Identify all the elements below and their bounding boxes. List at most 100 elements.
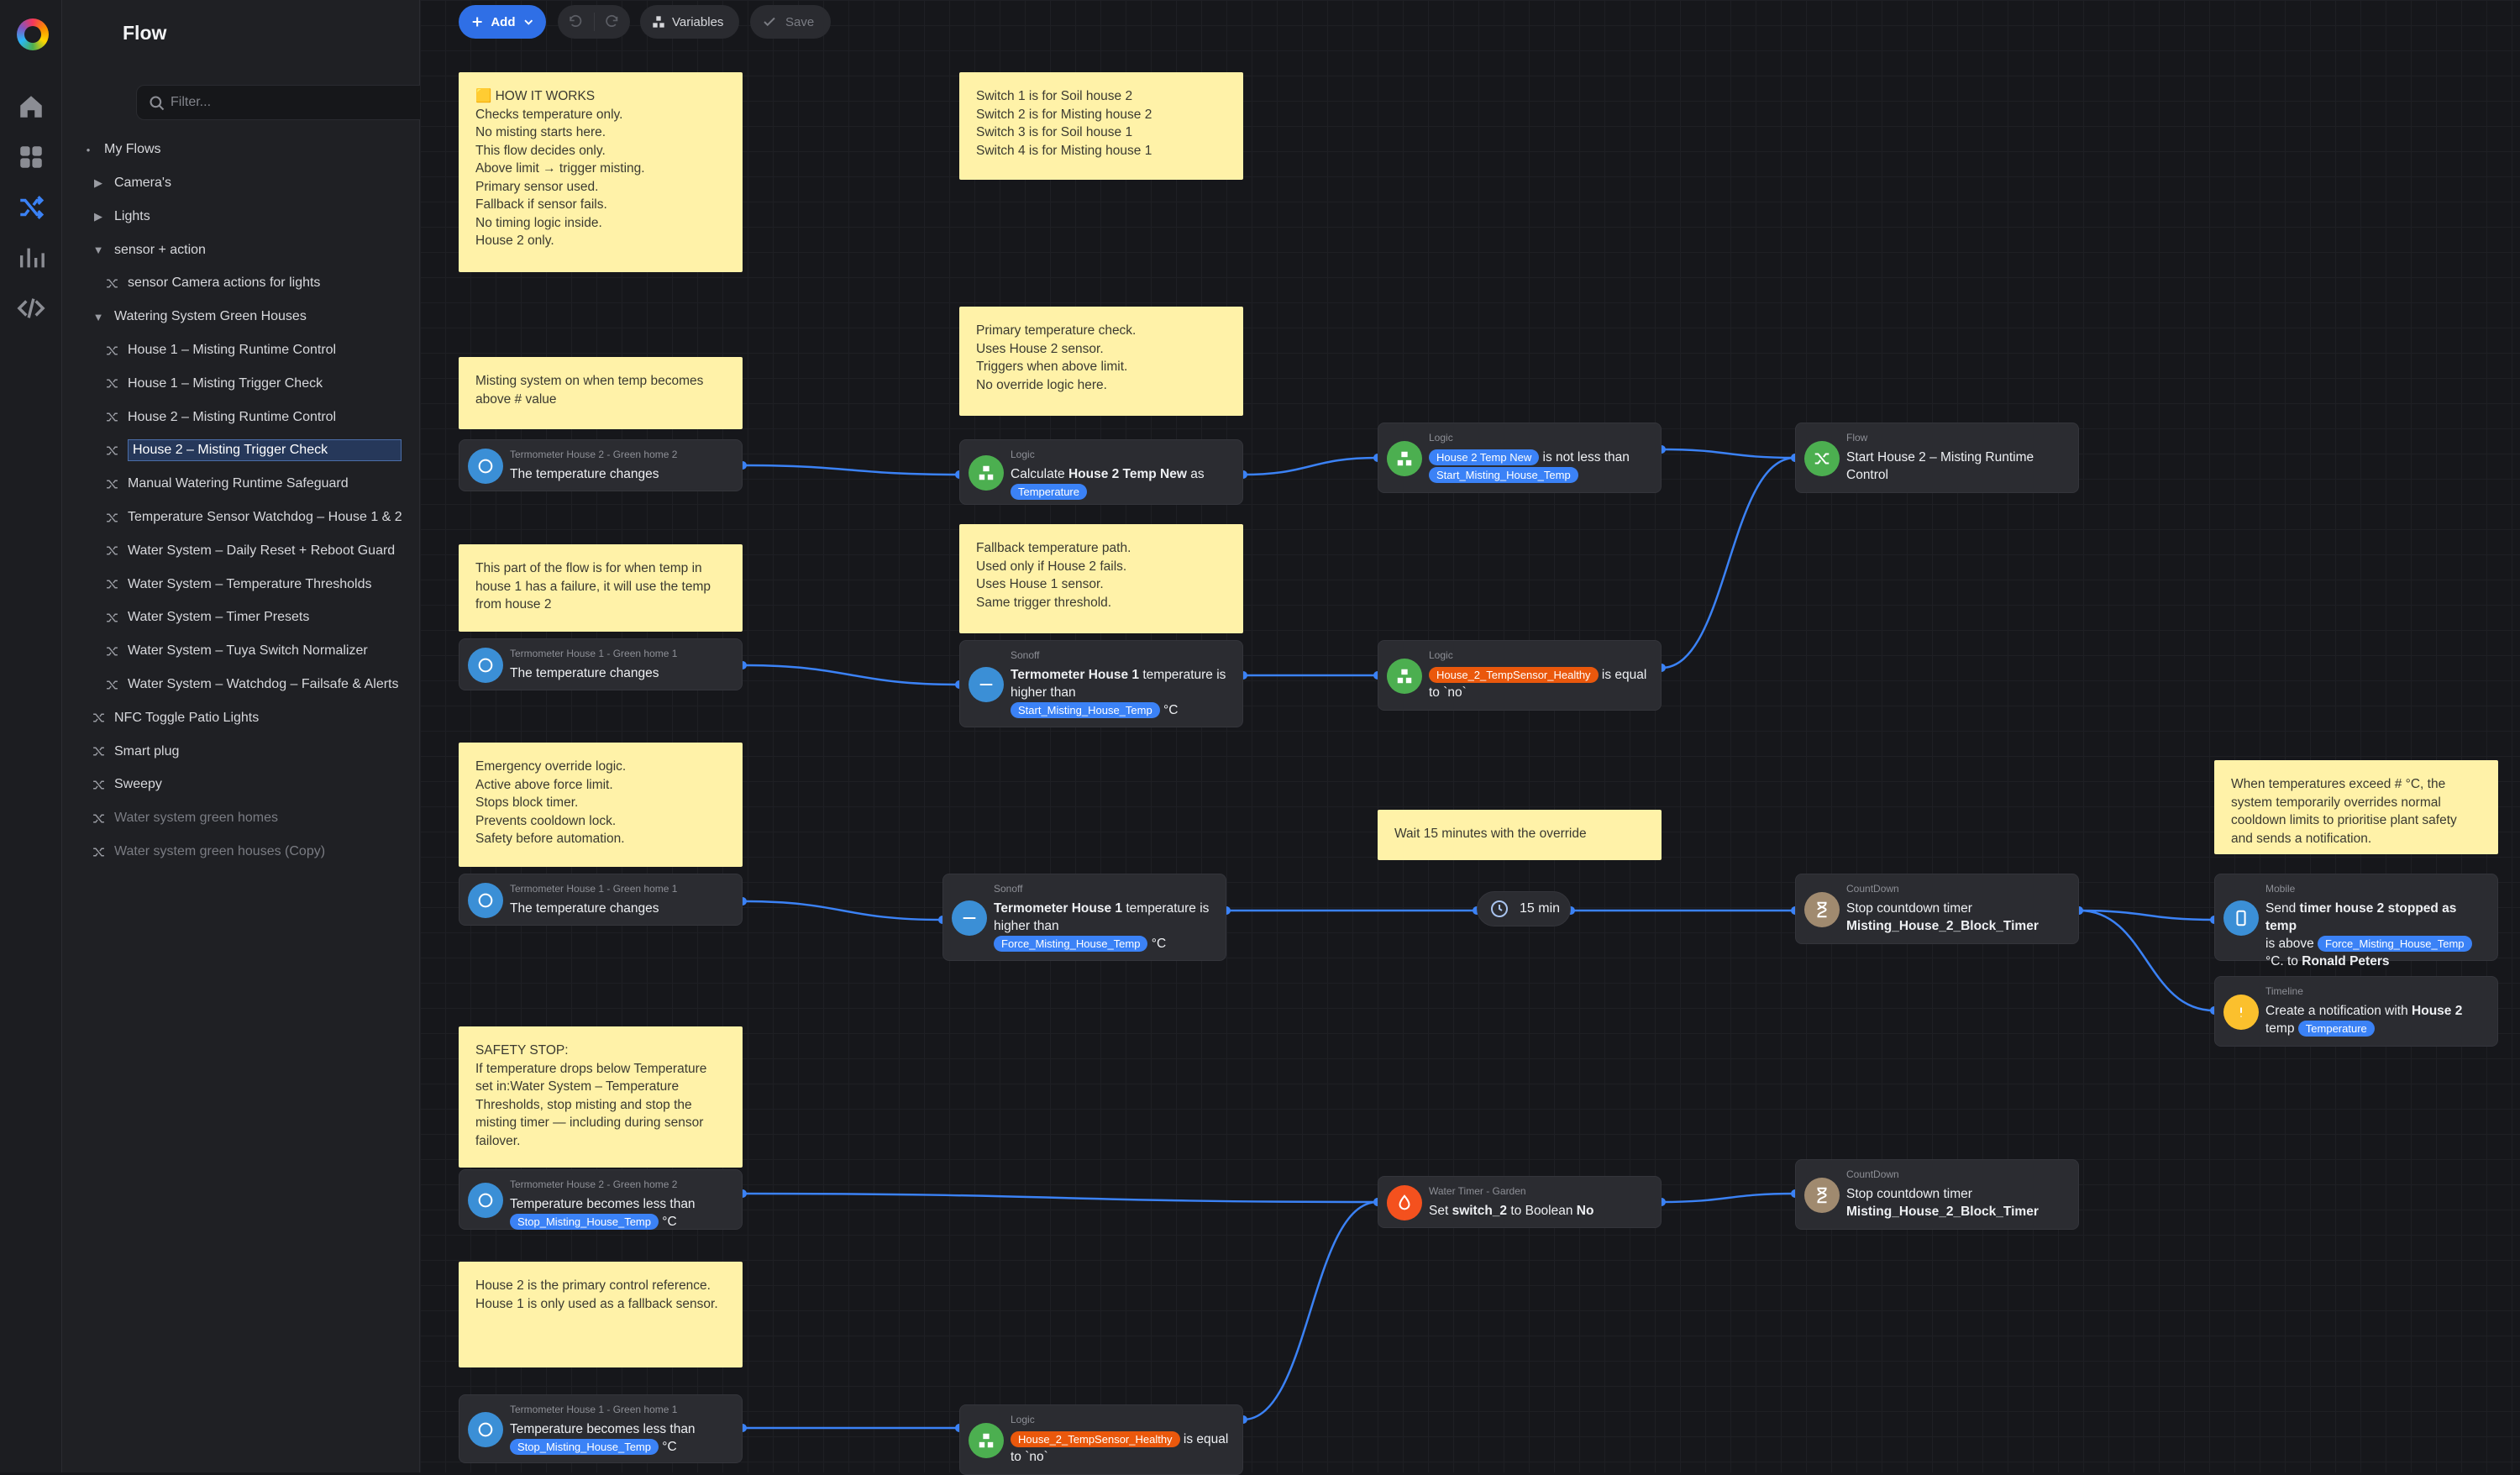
tree-flow[interactable]: sensor Camera actions for lights [102, 268, 320, 298]
token-chip[interactable]: House_2_TempSensor_Healthy [1429, 667, 1599, 684]
note-switches[interactable]: Switch 1 is for Soil house 2 Switch 2 is… [959, 72, 1243, 180]
tree-flow[interactable]: House 1 – Misting Trigger Check [102, 369, 323, 399]
tree-flow[interactable]: House 1 – Misting Runtime Control [102, 335, 336, 365]
token-chip[interactable]: Start_Misting_House_Temp [1429, 467, 1578, 484]
code-icon[interactable] [17, 294, 45, 323]
note-misting-on[interactable]: Misting system on when temp becomes abov… [459, 357, 743, 429]
therm-icon [468, 449, 503, 484]
card-text: Send timer house 2 stopped as temp is ab… [2265, 900, 2487, 970]
flow-icon [102, 376, 121, 391]
variables-icon [653, 16, 664, 28]
token-chip[interactable]: House_2_TempSensor_Healthy [1011, 1431, 1180, 1448]
flow-icon [89, 778, 108, 792]
tree-flow[interactable]: Sweepy [89, 769, 162, 800]
note-fallback[interactable]: Fallback temperature path. Used only if … [959, 524, 1243, 633]
flow-icon [102, 644, 121, 659]
token-chip[interactable]: Stop_Misting_House_Temp [510, 1439, 659, 1456]
variables-button[interactable]: Variables [640, 5, 739, 39]
dot-icon: • [86, 143, 91, 156]
tree-flow[interactable]: Water system green homes [89, 803, 278, 833]
note-wait[interactable]: Wait 15 minutes with the override [1378, 810, 1662, 860]
count-icon [1804, 892, 1840, 927]
tree-flow[interactable]: Temperature Sensor Watchdog – House 1 & … [102, 502, 402, 533]
token-chip[interactable]: Temperature [1011, 484, 1087, 501]
therm-icon [468, 1183, 503, 1218]
count-icon [1804, 1178, 1840, 1213]
token-chip[interactable]: Force_Misting_House_Temp [994, 936, 1148, 953]
tree-flow[interactable]: Water System – Daily Reset + Reboot Guar… [102, 536, 395, 566]
logic-icon [1387, 659, 1422, 694]
flows-icon[interactable] [17, 193, 45, 222]
tree-flow[interactable]: House 2 – Misting Runtime Control [102, 402, 336, 433]
note-failure[interactable]: This part of the flow is for when temp i… [459, 544, 743, 632]
token-chip[interactable]: House 2 Temp New [1429, 449, 1540, 466]
note-exceed[interactable]: When temperatures exceed # °C, the syste… [2214, 760, 2498, 854]
save-button[interactable]: Save [750, 5, 831, 39]
flow-icon [102, 276, 121, 291]
note-how-it-works[interactable]: 🟨 HOW IT WORKS Checks temperature only. … [459, 72, 743, 272]
tree-flow[interactable]: Smart plug [89, 737, 179, 767]
flow-icon [102, 410, 121, 424]
tree-root[interactable]: •My Flows [79, 134, 161, 165]
devices-grid-icon[interactable] [17, 143, 45, 171]
therm-icon [468, 1412, 503, 1447]
caret-down-icon: ▼ [92, 244, 104, 257]
flow-icon [102, 543, 121, 558]
token-chip[interactable]: Stop_Misting_House_Temp [510, 1214, 659, 1231]
tree-flow[interactable]: Water System – Watchdog – Failsafe & Ale… [102, 669, 399, 700]
note-primary-ref[interactable]: House 2 is the primary control reference… [459, 1262, 743, 1367]
insights-icon[interactable] [17, 244, 45, 272]
filter-input[interactable] [171, 92, 456, 113]
tree-flow[interactable]: House 2 – Misting Trigger Check [102, 435, 402, 465]
chevron-down-icon [523, 19, 533, 25]
tree-folder[interactable]: ▼Watering System Green Houses [89, 302, 307, 332]
card-text: The temperature changes [510, 666, 659, 680]
tree-flow[interactable]: NFC Toggle Patio Lights [89, 703, 259, 733]
filter-box[interactable] [136, 85, 466, 120]
clock-icon [1491, 900, 1508, 917]
token-chip[interactable]: Start_Misting_House_Temp [1011, 702, 1160, 719]
undo-icon[interactable] [568, 13, 584, 30]
card-text: House_2_TempSensor_Healthy is equal to `… [1011, 1431, 1229, 1464]
sonoff-icon [969, 667, 1004, 702]
redo-icon[interactable] [604, 13, 620, 30]
tree-folder[interactable]: ▶Camera's [89, 168, 171, 198]
tree-flow[interactable]: Water System – Tuya Switch Normalizer [102, 636, 368, 666]
delay-15-min[interactable]: 15 min [1477, 891, 1571, 926]
search-icon [150, 96, 165, 111]
note-emergency[interactable]: Emergency override logic. Active above f… [459, 743, 743, 867]
tree-flow[interactable]: Water System – Temperature Thresholds [102, 570, 372, 600]
tree-folder[interactable]: ▶Lights [89, 202, 150, 232]
note-safety[interactable]: SAFETY STOP: If temperature drops below … [459, 1026, 743, 1168]
therm-icon [468, 883, 503, 918]
token-chip[interactable]: Temperature [2297, 1021, 2375, 1037]
home-icon[interactable] [17, 92, 45, 121]
tree-flow[interactable]: Manual Watering Runtime Safeguard [102, 469, 349, 499]
tree-folder[interactable]: ▼sensor + action [89, 235, 206, 265]
note-primary[interactable]: Primary temperature check. Uses House 2 … [959, 307, 1243, 416]
add-button[interactable]: Add [459, 5, 546, 39]
token-chip[interactable]: Force_Misting_House_Temp [2318, 936, 2472, 953]
tree-flow[interactable]: Water system green houses (Copy) [89, 837, 325, 867]
flow-icon [89, 811, 108, 826]
tree-flow[interactable]: Water System – Timer Presets [102, 602, 309, 633]
